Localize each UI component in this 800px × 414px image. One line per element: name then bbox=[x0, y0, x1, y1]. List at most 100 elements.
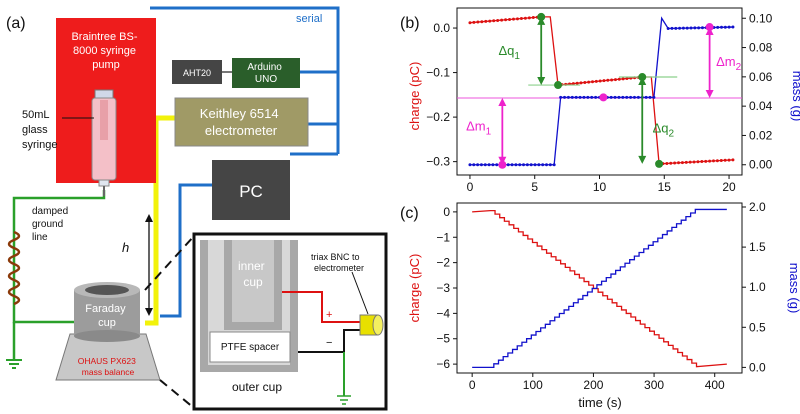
data-point bbox=[652, 95, 656, 99]
data-point bbox=[496, 18, 500, 22]
data-point bbox=[519, 17, 523, 21]
data-point bbox=[484, 19, 488, 23]
data-point bbox=[468, 163, 472, 167]
pc-box bbox=[212, 160, 290, 220]
data-point bbox=[606, 78, 610, 82]
data-point bbox=[716, 25, 720, 29]
data-point bbox=[548, 163, 552, 167]
data-point bbox=[723, 25, 727, 29]
h-arrow-bottom-icon bbox=[145, 308, 153, 316]
data-point bbox=[613, 78, 617, 82]
data-point bbox=[514, 163, 518, 167]
data-point bbox=[719, 158, 723, 162]
dq1-arrow-head-icon bbox=[537, 77, 546, 86]
data-point bbox=[602, 79, 606, 83]
y-right-tick-label: 0.08 bbox=[749, 41, 773, 55]
panel-c-ylabel-left: charge (pC) bbox=[407, 254, 422, 323]
data-point bbox=[492, 19, 496, 23]
data-point bbox=[537, 163, 541, 167]
data-point bbox=[587, 80, 591, 84]
data-point bbox=[727, 25, 731, 29]
faraday-cup bbox=[74, 282, 140, 342]
ground-icon bbox=[6, 359, 22, 369]
y-left-tick-label: −0.1 bbox=[426, 66, 450, 80]
series-line-right bbox=[469, 16, 733, 166]
x-tick-label: 300 bbox=[644, 378, 664, 392]
data-point bbox=[727, 158, 731, 162]
panel-b-ylabel-right: mass (g) bbox=[790, 71, 800, 122]
data-point bbox=[504, 18, 508, 22]
data-point bbox=[700, 26, 704, 30]
y-left-tick-label: −4 bbox=[436, 306, 450, 320]
panel-c-series bbox=[472, 208, 727, 369]
data-point bbox=[617, 95, 621, 99]
syringe-icon bbox=[91, 89, 117, 196]
panel-c-right-ticks: 0.00.51.01.52.0 bbox=[742, 200, 766, 374]
y-left-tick-label: −5 bbox=[436, 332, 450, 346]
data-point bbox=[678, 26, 682, 30]
x-tick-label: 400 bbox=[705, 378, 725, 392]
data-point bbox=[479, 163, 483, 167]
aht20-box bbox=[172, 60, 222, 84]
data-point bbox=[523, 16, 527, 20]
y-right-tick-label: 0.06 bbox=[749, 70, 773, 84]
y-right-tick-label: 1.0 bbox=[749, 280, 766, 294]
x-tick-label: 200 bbox=[583, 378, 603, 392]
dq1-label: Δq1 bbox=[498, 43, 520, 62]
y-right-tick-label: 2.0 bbox=[749, 200, 766, 214]
faraday-label: Faraday cup bbox=[85, 303, 128, 329]
data-point bbox=[590, 95, 594, 99]
dm2-arrow-head-icon bbox=[705, 89, 714, 98]
data-point bbox=[677, 161, 681, 165]
data-point bbox=[731, 158, 735, 162]
data-point bbox=[689, 26, 693, 30]
data-point bbox=[522, 163, 526, 167]
ptfe-spacer bbox=[209, 331, 291, 363]
data-point bbox=[625, 95, 629, 99]
data-point bbox=[518, 163, 522, 167]
data-point bbox=[533, 163, 537, 167]
key-point bbox=[638, 73, 647, 82]
data-point bbox=[527, 16, 531, 20]
data-point bbox=[566, 95, 570, 99]
data-point bbox=[693, 26, 697, 30]
data-point bbox=[704, 159, 708, 163]
data-point bbox=[594, 79, 598, 83]
data-point bbox=[617, 77, 621, 81]
panel-c-ylabel-right: mass (g) bbox=[787, 263, 800, 314]
x-tick-label: 0 bbox=[467, 180, 474, 194]
arduino-box bbox=[232, 58, 300, 88]
y-left-tick-label: −6 bbox=[436, 357, 450, 371]
dm2-label: Δm2 bbox=[716, 54, 742, 73]
bnc-connector-icon bbox=[359, 314, 384, 336]
y-left-tick-label: −0.2 bbox=[426, 110, 450, 124]
data-point bbox=[491, 163, 495, 167]
y-right-tick-label: 0.0 bbox=[749, 360, 766, 374]
keithley-box bbox=[174, 97, 309, 147]
y-right-tick-label: 0.10 bbox=[749, 11, 773, 25]
h-arrow-top-icon bbox=[145, 214, 153, 222]
panel-c-label: (c) bbox=[400, 205, 419, 222]
data-point bbox=[506, 163, 510, 167]
data-point bbox=[472, 163, 476, 167]
y-right-tick-label: 1.5 bbox=[749, 240, 766, 254]
minus-sign: − bbox=[326, 337, 332, 349]
serial-label: serial bbox=[296, 13, 322, 25]
data-point bbox=[510, 163, 514, 167]
data-point bbox=[609, 95, 613, 99]
key-point bbox=[655, 159, 664, 168]
data-point bbox=[629, 95, 633, 99]
data-point bbox=[571, 82, 575, 86]
panel-b-right-ticks: 0.000.020.040.060.080.10 bbox=[742, 11, 773, 172]
data-point bbox=[621, 77, 625, 81]
data-point bbox=[583, 80, 587, 84]
arduino-label: Arduino UNO bbox=[247, 62, 284, 85]
x-tick-label: 100 bbox=[523, 378, 543, 392]
data-point bbox=[488, 19, 492, 23]
data-point bbox=[712, 159, 715, 163]
data-point bbox=[715, 159, 719, 163]
